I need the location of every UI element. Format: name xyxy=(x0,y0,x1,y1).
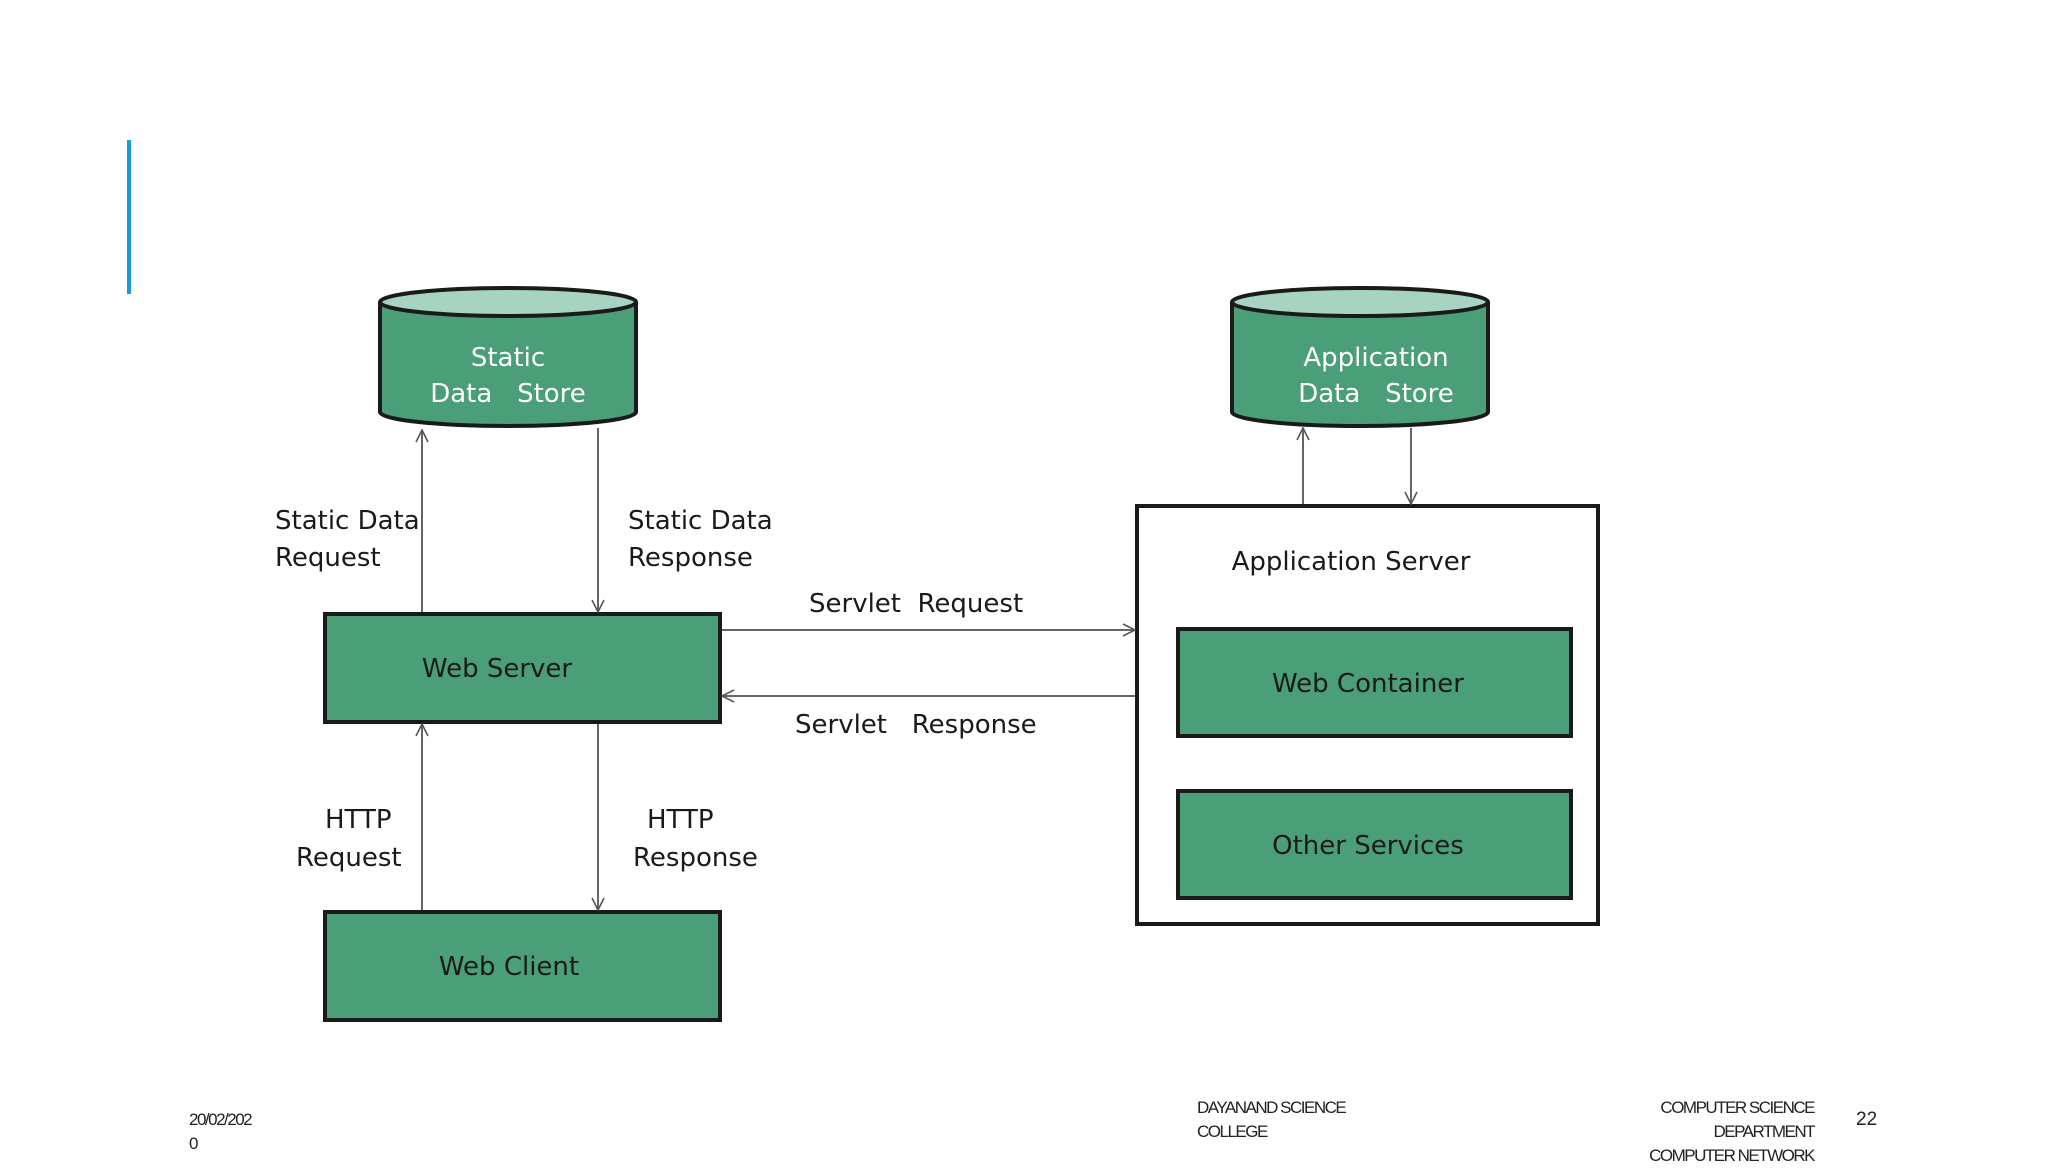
web-server-label: Web Server xyxy=(422,654,573,684)
static-response-label-line2: Response xyxy=(628,543,753,573)
http-request-label-line2: Request xyxy=(296,843,402,873)
other-services-label: Other Services xyxy=(1272,831,1464,861)
footer-dept-line2: Department xyxy=(1713,1122,1815,1141)
other-services-box xyxy=(1176,789,1573,900)
static-store-label-line1: Static xyxy=(471,343,545,373)
footer-date: 20/02/202 0 xyxy=(189,1108,269,1156)
footer-date-line1: 20/02/202 xyxy=(189,1110,253,1129)
static-data-store: Static Data Store xyxy=(378,286,638,428)
servlet-response-label: Servlet Response xyxy=(795,710,1037,740)
footer-date-line2: 0 xyxy=(189,1134,198,1153)
http-request-label-line1: HTTP xyxy=(325,805,392,835)
slide-number: 22 xyxy=(1856,1109,1878,1130)
web-container-box xyxy=(1176,627,1573,738)
web-container-label: Web Container xyxy=(1272,669,1464,699)
static-request-label-line1: Static Data xyxy=(275,506,420,536)
footer-dept-line1: Computer Science xyxy=(1660,1098,1815,1117)
static-request-label-line2: Request xyxy=(275,543,381,573)
footer-college-line1: Dayanand Science xyxy=(1197,1098,1347,1117)
footer-college-line2: College xyxy=(1197,1122,1268,1141)
app-store-label-line2: Data Store xyxy=(1298,379,1454,409)
application-server-box: Application Server Web Container Other S… xyxy=(1135,504,1600,926)
app-store-label-line1: Application xyxy=(1303,343,1448,373)
title-accent-bar xyxy=(127,140,131,294)
http-response-label-line2: Response xyxy=(633,843,758,873)
application-data-store: Application Data Store xyxy=(1230,286,1490,428)
web-client-label: Web Client xyxy=(439,952,579,982)
application-server-title: Application Server xyxy=(1232,547,1471,577)
http-response-label-line1: HTTP xyxy=(647,805,714,835)
static-store-label-line2: Data Store xyxy=(430,379,586,409)
footer-dept-line3: Computer Network xyxy=(1649,1146,1815,1165)
static-response-label-line1: Static Data xyxy=(628,506,773,536)
web-server-box: Web Server xyxy=(323,612,722,724)
servlet-request-label: Servlet Request xyxy=(809,589,1023,619)
footer-department: Computer Science Department Computer Net… xyxy=(1590,1096,1815,1168)
footer-college: Dayanand Science College xyxy=(1197,1096,1397,1144)
web-client-box: Web Client xyxy=(323,910,722,1022)
